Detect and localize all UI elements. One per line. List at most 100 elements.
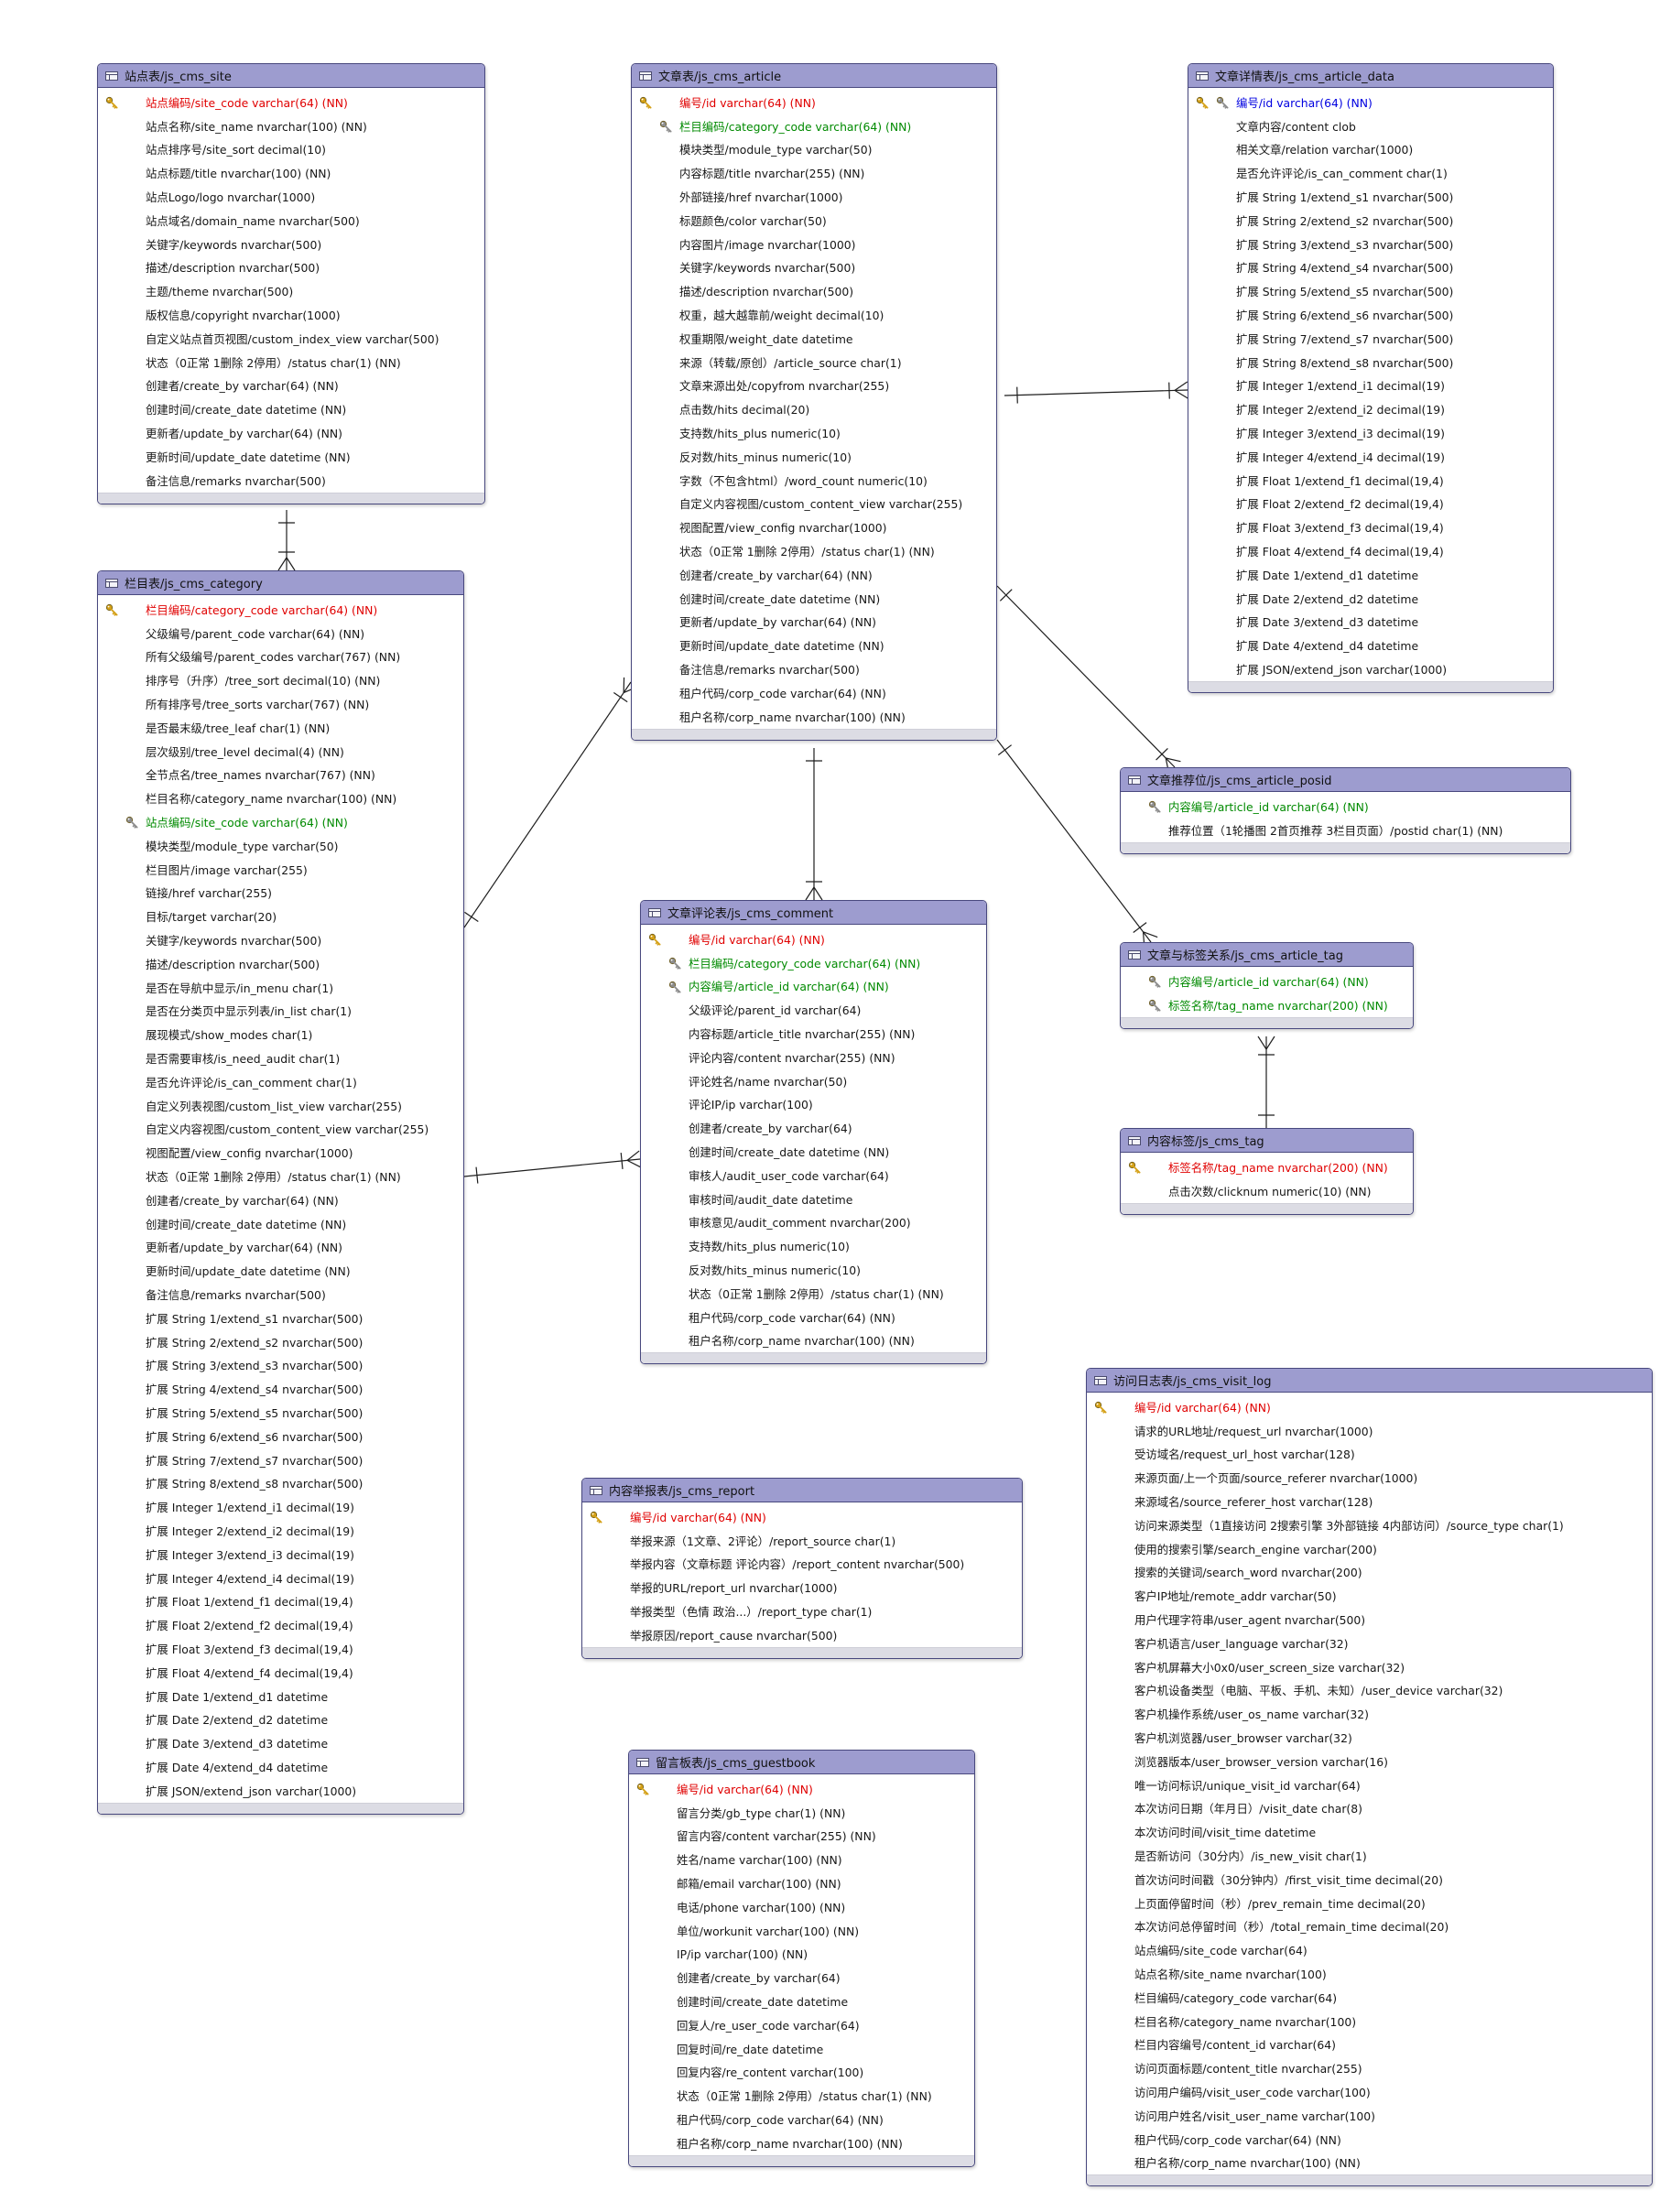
- column-row[interactable]: 反对数/hits_minus numeric(10): [632, 445, 996, 469]
- column-row[interactable]: 扩展 Float 3/extend_f3 decimal(19,4): [98, 1637, 463, 1661]
- column-row[interactable]: 栏目编码/category_code varchar(64) (NN): [632, 114, 996, 138]
- column-row[interactable]: 更新者/update_by varchar(64) (NN): [98, 1236, 463, 1260]
- column-row[interactable]: 栏目名称/category_name nvarchar(100): [1087, 2010, 1652, 2033]
- column-row[interactable]: 扩展 String 6/extend_s6 nvarchar(500): [98, 1425, 463, 1448]
- column-row[interactable]: 扩展 Date 1/extend_d1 datetime: [1188, 563, 1553, 587]
- column-row[interactable]: 备注信息/remarks nvarchar(500): [98, 469, 484, 493]
- column-row[interactable]: 客户机设备类型（电脑、平板、手机、未知）/user_device varchar…: [1087, 1679, 1652, 1703]
- column-row[interactable]: 自定义内容视图/custom_content_view varchar(255): [98, 1118, 463, 1142]
- table-header[interactable]: 文章评论表/js_cms_comment: [641, 901, 986, 925]
- column-row[interactable]: 上页面停留时间（秒）/prev_remain_time decimal(20): [1087, 1892, 1652, 1915]
- column-row[interactable]: 站点Logo/logo nvarchar(1000): [98, 185, 484, 209]
- column-row[interactable]: 栏目名称/category_name nvarchar(100) (NN): [98, 786, 463, 810]
- column-row[interactable]: 站点域名/domain_name nvarchar(500): [98, 209, 484, 233]
- column-row[interactable]: 版权信息/copyright nvarchar(1000): [98, 303, 484, 327]
- column-row[interactable]: 自定义列表视图/custom_list_view varchar(255): [98, 1094, 463, 1118]
- column-row[interactable]: 用户代理字符串/user_agent nvarchar(500): [1087, 1608, 1652, 1632]
- column-row[interactable]: 标签名称/tag_name nvarchar(200) (NN): [1121, 1155, 1413, 1179]
- column-row[interactable]: 栏目内容编号/content_id varchar(64): [1087, 2033, 1652, 2057]
- column-row[interactable]: 推荐位置（1轮播图 2首页推荐 3栏目页面）/postid char(1) (N…: [1121, 819, 1570, 842]
- column-row[interactable]: 是否需要审核/is_need_audit char(1): [98, 1046, 463, 1070]
- column-row[interactable]: 扩展 Integer 3/extend_i3 decimal(19): [98, 1543, 463, 1567]
- column-row[interactable]: 扩展 Integer 2/extend_i2 decimal(19): [1188, 397, 1553, 421]
- column-row[interactable]: 举报内容（文章标题 评论内容）/report_content nvarchar(…: [582, 1553, 1022, 1577]
- column-row[interactable]: 站点排序号/site_sort decimal(10): [98, 138, 484, 162]
- column-row[interactable]: 举报类型（色情 政治...）/report_type char(1): [582, 1599, 1022, 1623]
- column-row[interactable]: 扩展 String 4/extend_s4 nvarchar(500): [98, 1377, 463, 1401]
- table-header[interactable]: 内容举报表/js_cms_report: [582, 1479, 1022, 1502]
- column-row[interactable]: 字数（不包含html）/word_count numeric(10): [632, 469, 996, 493]
- column-row[interactable]: 回复人/re_user_code varchar(64): [629, 2013, 974, 2037]
- column-row[interactable]: 扩展 Date 4/extend_d4 datetime: [98, 1755, 463, 1779]
- column-row[interactable]: 浏览器版本/user_browser_version varchar(16): [1087, 1750, 1652, 1773]
- column-row[interactable]: 编号/id varchar(64) (NN): [632, 91, 996, 114]
- column-row[interactable]: 扩展 String 6/extend_s6 nvarchar(500): [1188, 303, 1553, 327]
- column-row[interactable]: 邮箱/email varchar(100) (NN): [629, 1871, 974, 1895]
- column-row[interactable]: 评论IP/ip varchar(100): [641, 1093, 986, 1117]
- column-row[interactable]: 父级编号/parent_code varchar(64) (NN): [98, 622, 463, 645]
- column-row[interactable]: 是否在导航中显示/in_menu char(1): [98, 976, 463, 1000]
- column-row[interactable]: 扩展 Float 4/extend_f4 decimal(19,4): [1188, 539, 1553, 563]
- column-row[interactable]: 举报的URL/report_url nvarchar(1000): [582, 1576, 1022, 1599]
- column-row[interactable]: 状态（0正常 1删除 2停用）/status char(1) (NN): [98, 351, 484, 374]
- column-row[interactable]: 支持数/hits_plus numeric(10): [632, 421, 996, 445]
- column-row[interactable]: 标签名称/tag_name nvarchar(200) (NN): [1121, 993, 1413, 1017]
- column-row[interactable]: 权重期限/weight_date datetime: [632, 327, 996, 351]
- column-row[interactable]: 备注信息/remarks nvarchar(500): [632, 657, 996, 681]
- column-row[interactable]: 更新时间/update_date datetime (NN): [98, 1259, 463, 1283]
- column-row[interactable]: 所有排序号/tree_sorts varchar(767) (NN): [98, 692, 463, 716]
- column-row[interactable]: 扩展 Integer 1/extend_i1 decimal(19): [98, 1495, 463, 1519]
- column-row[interactable]: 来源（转载/原创）/article_source char(1): [632, 351, 996, 374]
- column-row[interactable]: 编号/id varchar(64) (NN): [641, 927, 986, 951]
- column-row[interactable]: 创建时间/create_date datetime (NN): [641, 1140, 986, 1164]
- column-row[interactable]: 扩展 Date 2/extend_d2 datetime: [98, 1708, 463, 1731]
- column-row[interactable]: 扩展 Date 2/extend_d2 datetime: [1188, 587, 1553, 611]
- column-row[interactable]: 审核意见/audit_comment nvarchar(200): [641, 1211, 986, 1235]
- column-row[interactable]: 扩展 Float 4/extend_f4 decimal(19,4): [98, 1661, 463, 1685]
- column-row[interactable]: 点击次数/clicknum numeric(10) (NN): [1121, 1179, 1413, 1203]
- column-row[interactable]: 电话/phone varchar(100) (NN): [629, 1895, 974, 1919]
- column-row[interactable]: 更新者/update_by varchar(64) (NN): [632, 611, 996, 634]
- column-row[interactable]: 是否允许评论/is_can_comment char(1): [1188, 161, 1553, 185]
- column-row[interactable]: 父级评论/parent_id varchar(64): [641, 998, 986, 1022]
- column-row[interactable]: 扩展 Float 1/extend_f1 decimal(19,4): [98, 1589, 463, 1613]
- column-row[interactable]: 租户名称/corp_name nvarchar(100) (NN): [1087, 2152, 1652, 2175]
- column-row[interactable]: 创建者/create_by varchar(64): [629, 1966, 974, 1990]
- column-row[interactable]: 是否在分类页中显示列表/in_list char(1): [98, 1000, 463, 1024]
- column-row[interactable]: 栏目图片/image varchar(255): [98, 858, 463, 882]
- column-row[interactable]: 扩展 Date 1/extend_d1 datetime: [98, 1685, 463, 1708]
- column-row[interactable]: 扩展 JSON/extend_json varchar(1000): [1188, 657, 1553, 681]
- column-row[interactable]: 扩展 String 4/extend_s4 nvarchar(500): [1188, 256, 1553, 280]
- column-row[interactable]: 扩展 Float 2/extend_f2 decimal(19,4): [1188, 493, 1553, 516]
- column-row[interactable]: 是否最末级/tree_leaf char(1) (NN): [98, 716, 463, 740]
- column-row[interactable]: 编号/id varchar(64) (NN): [629, 1777, 974, 1801]
- column-row[interactable]: 扩展 Date 4/extend_d4 datetime: [1188, 634, 1553, 657]
- column-row[interactable]: 扩展 Integer 4/extend_i4 decimal(19): [1188, 445, 1553, 469]
- column-row[interactable]: 状态（0正常 1删除 2停用）/status char(1) (NN): [641, 1282, 986, 1306]
- column-row[interactable]: 请求的URL地址/request_url nvarchar(1000): [1087, 1419, 1652, 1443]
- column-row[interactable]: 扩展 String 1/extend_s1 nvarchar(500): [1188, 185, 1553, 209]
- column-row[interactable]: 评论姓名/name nvarchar(50): [641, 1069, 986, 1093]
- column-row[interactable]: 扩展 Float 2/extend_f2 decimal(19,4): [98, 1613, 463, 1637]
- column-row[interactable]: 关键字/keywords nvarchar(500): [98, 928, 463, 952]
- column-row[interactable]: 本次访问时间/visit_time datetime: [1087, 1820, 1652, 1844]
- column-row[interactable]: 创建者/create_by varchar(64) (NN): [98, 1188, 463, 1212]
- column-row[interactable]: 租户名称/corp_name nvarchar(100) (NN): [641, 1329, 986, 1353]
- column-row[interactable]: 链接/href varchar(255): [98, 882, 463, 905]
- column-row[interactable]: 状态（0正常 1删除 2停用）/status char(1) (NN): [629, 2084, 974, 2108]
- column-row[interactable]: 主题/theme nvarchar(500): [98, 279, 484, 303]
- table-header[interactable]: 文章表/js_cms_article: [632, 64, 996, 88]
- column-row[interactable]: 反对数/hits_minus numeric(10): [641, 1258, 986, 1282]
- column-row[interactable]: 扩展 JSON/extend_json varchar(1000): [98, 1779, 463, 1803]
- column-row[interactable]: 更新时间/update_date datetime (NN): [98, 445, 484, 469]
- column-row[interactable]: 描述/description nvarchar(500): [632, 279, 996, 303]
- column-row[interactable]: 描述/description nvarchar(500): [98, 952, 463, 976]
- column-row[interactable]: 审核人/audit_user_code varchar(64): [641, 1164, 986, 1187]
- column-row[interactable]: 来源页面/上一个页面/source_referer nvarchar(1000): [1087, 1466, 1652, 1490]
- column-row[interactable]: 扩展 Float 3/extend_f3 decimal(19,4): [1188, 515, 1553, 539]
- column-row[interactable]: 编号/id varchar(64) (NN): [582, 1505, 1022, 1529]
- column-row[interactable]: 描述/description nvarchar(500): [98, 256, 484, 280]
